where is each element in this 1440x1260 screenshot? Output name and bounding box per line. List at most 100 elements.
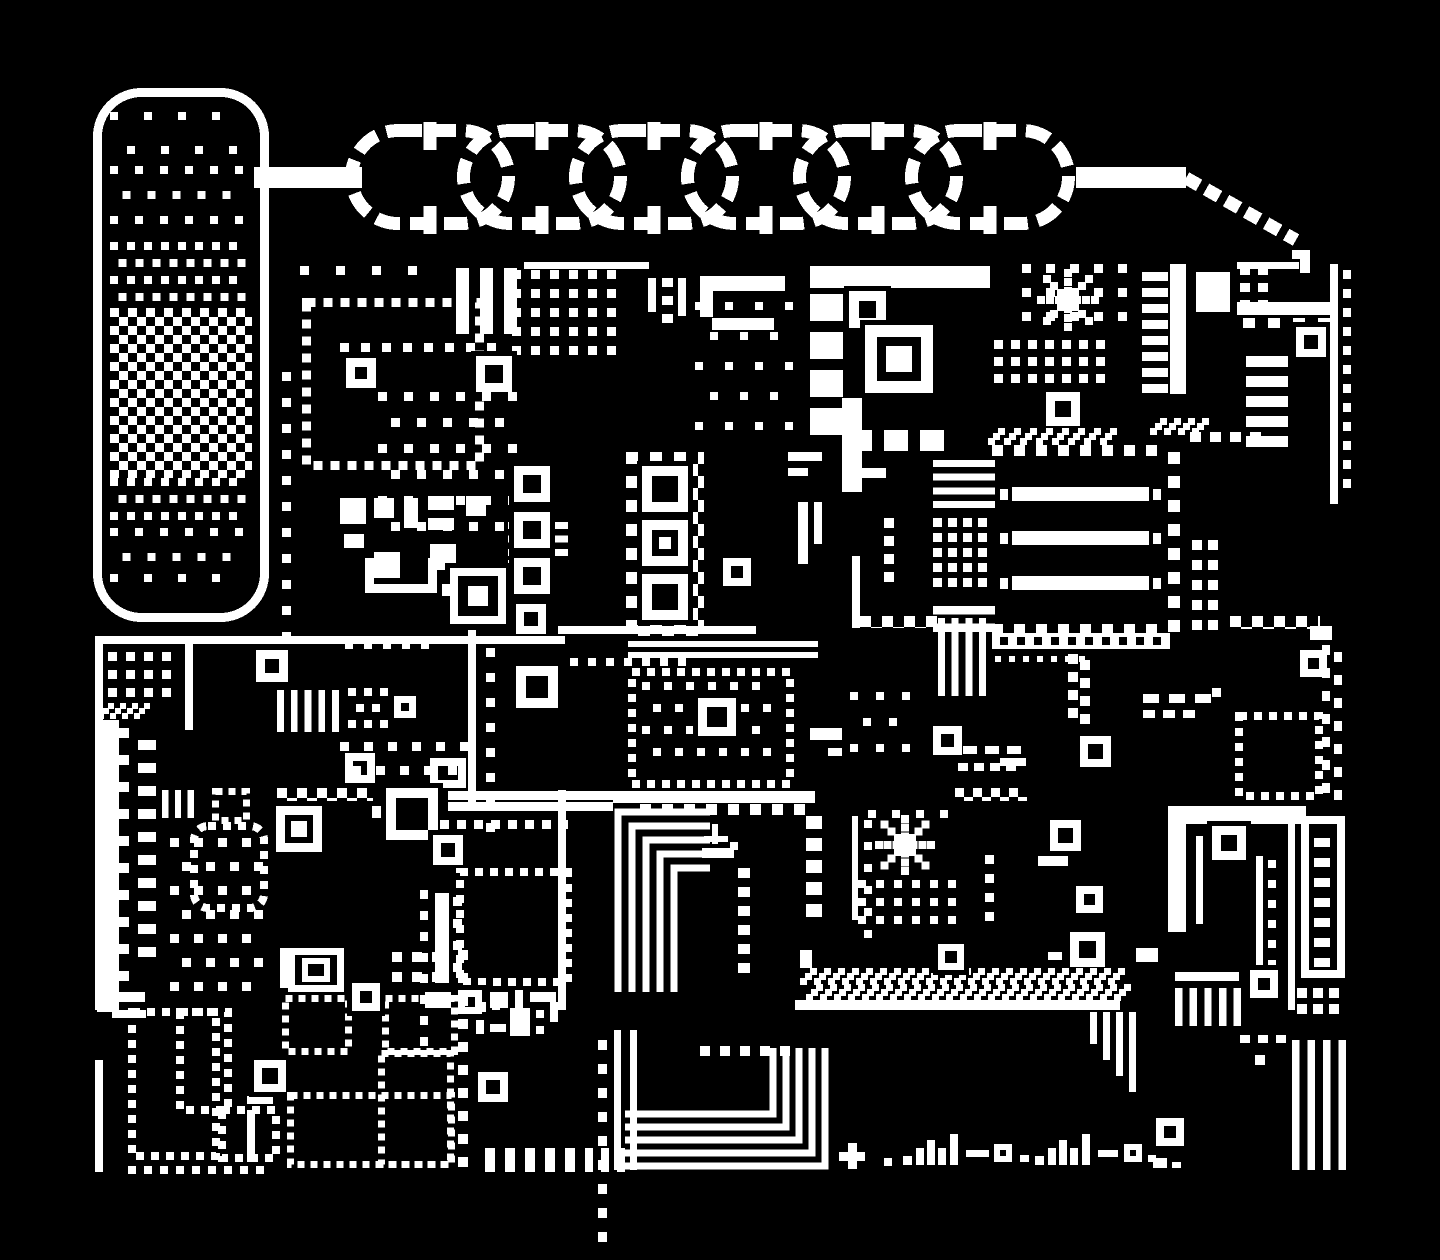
slash: [1150, 418, 1209, 435]
rect: [1196, 836, 1203, 924]
rect: [558, 790, 566, 1010]
rect: [648, 278, 656, 312]
rect: [428, 518, 454, 530]
rect: [524, 262, 649, 269]
dots: [858, 880, 956, 924]
rect: [530, 992, 556, 1002]
vdash: [1068, 654, 1078, 718]
plus-glyph: [839, 1143, 865, 1169]
rect: [1196, 272, 1230, 312]
vdash: [598, 1040, 607, 1242]
rect: [291, 821, 307, 837]
orect: [637, 569, 693, 625]
orect: [509, 461, 555, 507]
hdash: [700, 1046, 790, 1056]
dots: [570, 658, 686, 666]
rect: [456, 268, 469, 334]
orect: [1045, 815, 1086, 856]
starburst: [875, 815, 935, 875]
vdash: [1192, 540, 1202, 630]
vdash: [662, 278, 673, 323]
rect: [1168, 824, 1186, 932]
checker: [860, 616, 940, 628]
rect: [614, 1030, 621, 1170]
rect: [1082, 1134, 1090, 1165]
rect: [1000, 533, 1008, 544]
orect: [637, 515, 693, 571]
slot-bar: [1012, 487, 1149, 501]
rect: [810, 728, 842, 740]
ladder-column: [138, 740, 156, 957]
rect: [1212, 688, 1221, 697]
hdash: [958, 763, 1016, 771]
orect: [509, 507, 555, 553]
rect: [476, 1002, 486, 1012]
dots: [868, 810, 948, 818]
rect: [704, 836, 728, 842]
checker: [1230, 616, 1320, 629]
hdash: [1240, 1035, 1286, 1043]
dotted-frame: [302, 298, 484, 470]
orect: [989, 1139, 1017, 1167]
white-column: [97, 720, 119, 1012]
vdash: [1246, 356, 1288, 447]
checker: [1168, 452, 1180, 632]
rect: [1255, 1055, 1265, 1065]
dframe: [382, 995, 458, 1055]
dframe: [190, 822, 268, 912]
rect: [916, 1148, 924, 1165]
dots: [933, 518, 987, 587]
hdash: [1143, 710, 1195, 718]
vdash: [1322, 645, 1330, 793]
vlines: [277, 690, 339, 732]
vlines: [1175, 988, 1241, 1026]
rect: [1129, 1012, 1136, 1092]
rect: [504, 268, 517, 334]
rect: [1103, 1012, 1110, 1060]
vlines: [485, 1148, 575, 1172]
rect: [1153, 578, 1161, 589]
orect: [693, 693, 741, 741]
vdash: [864, 820, 872, 938]
starburst: [1037, 269, 1099, 331]
rect: [374, 498, 394, 518]
vdash: [119, 728, 129, 981]
dots: [170, 838, 263, 991]
checker: [277, 788, 373, 801]
rect: [185, 640, 193, 730]
orect: [1245, 965, 1283, 1003]
rect: [927, 1140, 935, 1165]
rect: [814, 502, 822, 544]
rect: [795, 1000, 1120, 1010]
rect: [340, 498, 366, 524]
rect: [1000, 758, 1026, 766]
rect: [1288, 806, 1295, 1010]
chip-top-bar: [810, 266, 990, 288]
hatch-band: [800, 968, 1125, 985]
vlines: [162, 790, 194, 818]
rect: [1048, 952, 1062, 960]
rect: [1070, 1148, 1078, 1165]
dots: [512, 270, 616, 355]
thick-bars: [938, 618, 986, 696]
dframe: [212, 788, 250, 824]
orect: [471, 351, 517, 397]
vlines: [1292, 1040, 1346, 1170]
rect: [1048, 1148, 1056, 1165]
dframe: [628, 668, 794, 788]
dots: [348, 688, 388, 728]
rect: [476, 1020, 484, 1034]
rect: [1000, 489, 1008, 500]
hlines: [933, 606, 995, 632]
rect: [950, 1134, 958, 1165]
dots: [850, 692, 910, 752]
rect: [852, 556, 860, 628]
rect: [1330, 264, 1338, 504]
rect: [852, 816, 858, 920]
orect: [511, 661, 563, 713]
rect: [374, 552, 400, 578]
dots: [1022, 264, 1127, 321]
orect: [1151, 1113, 1189, 1151]
orect: [1207, 821, 1251, 865]
